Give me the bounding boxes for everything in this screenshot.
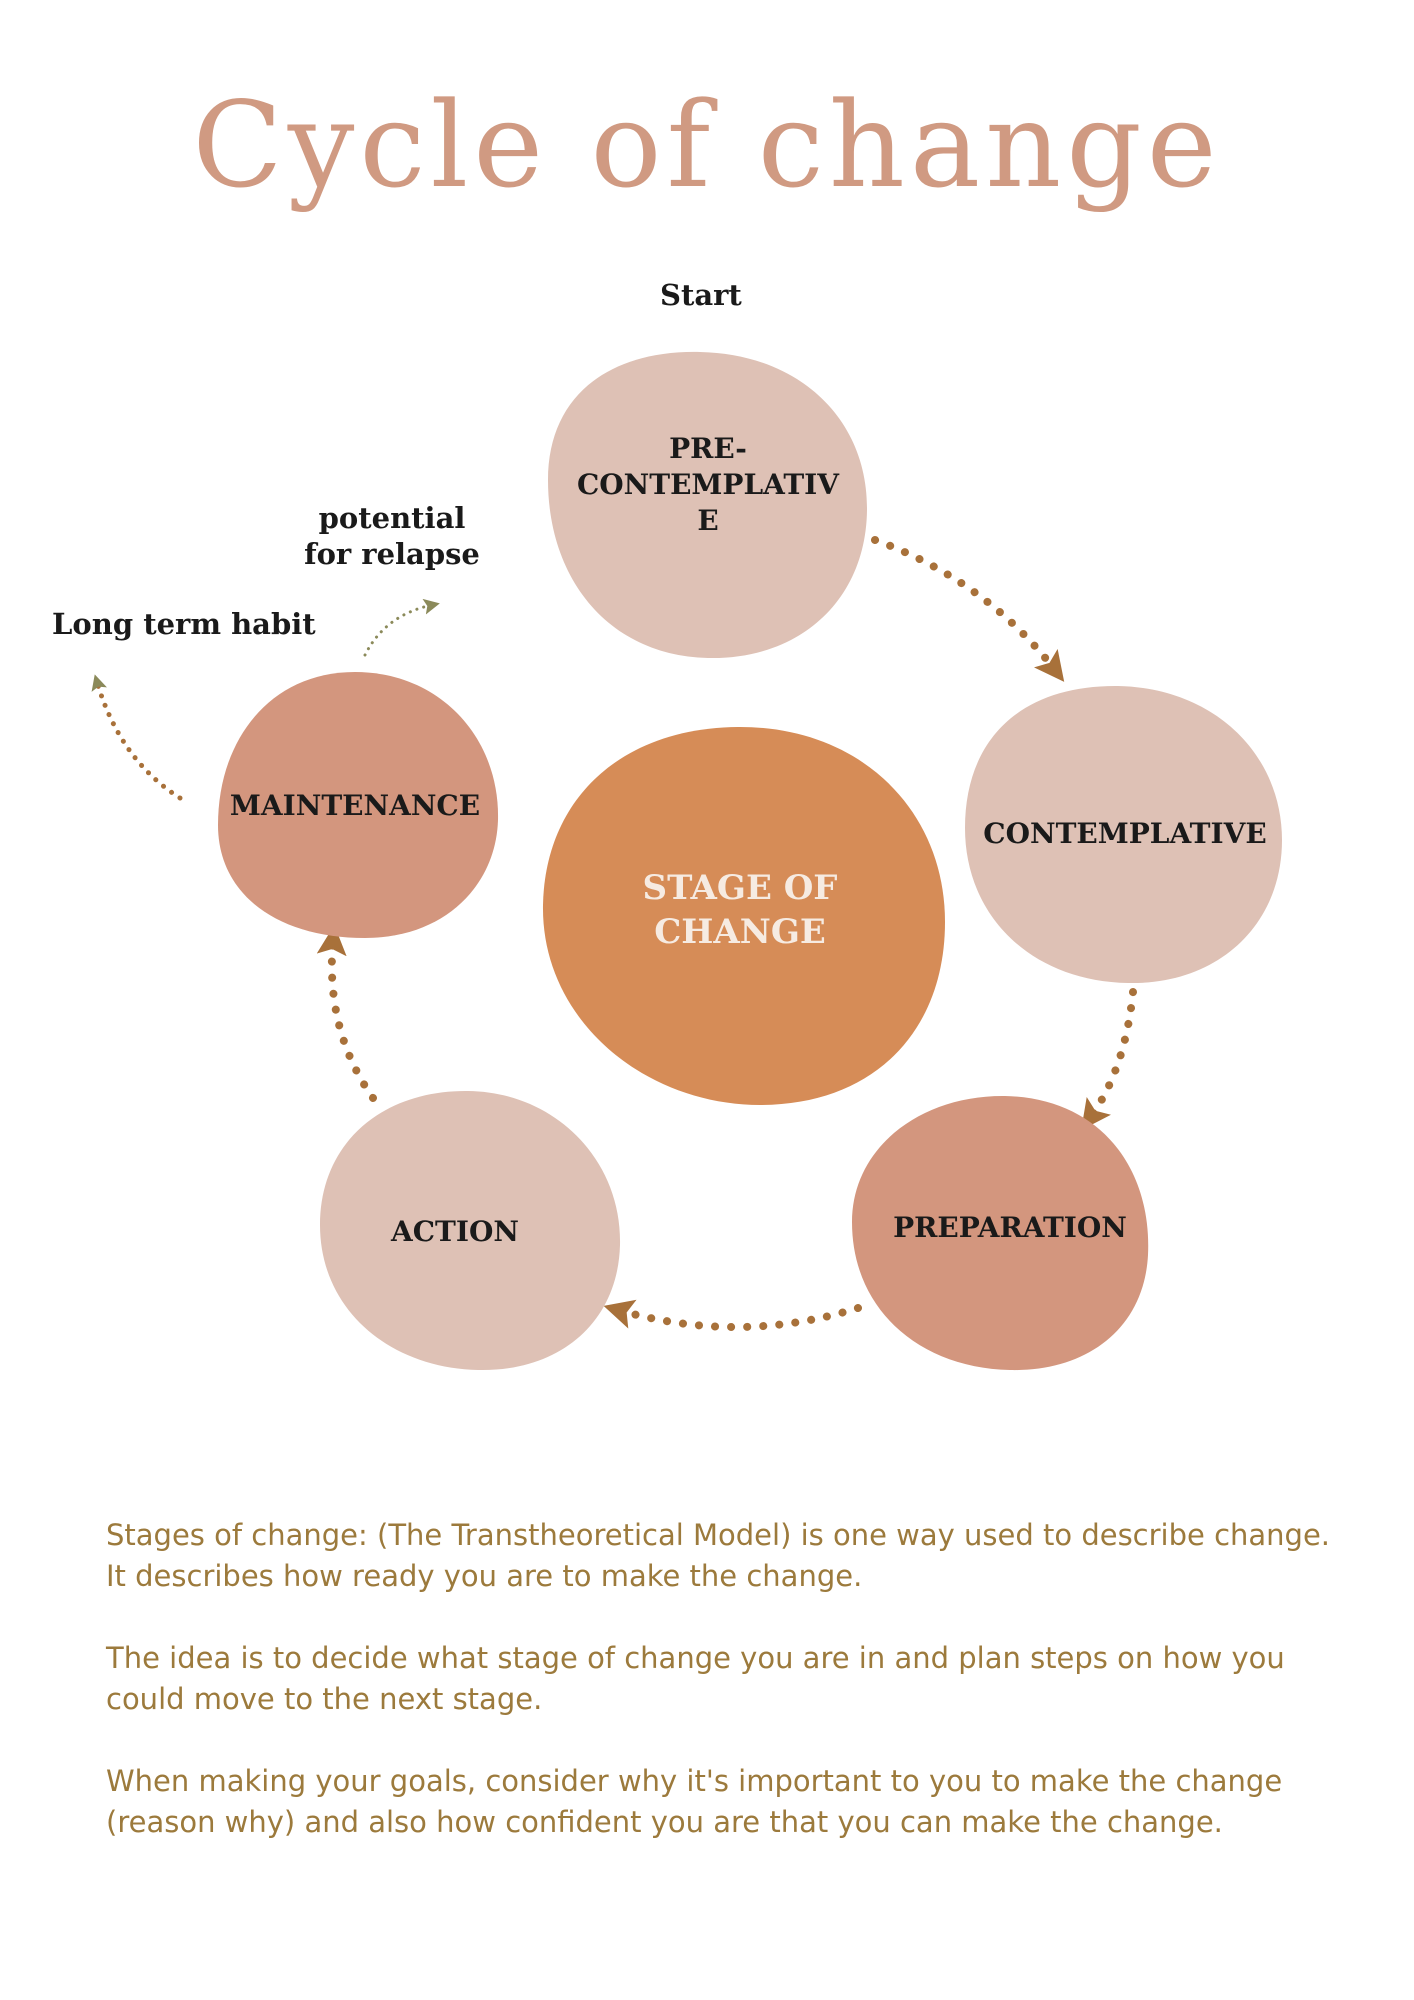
page-title: Cycle of change	[192, 76, 1222, 214]
description-paragraph: Stages of change: (The Transtheoretical …	[106, 1518, 1331, 1593]
stage-blob-preparation	[852, 1095, 1149, 1371]
arrow-preparation-to-action	[603, 1299, 862, 1331]
center-blob	[542, 726, 945, 1105]
stage-label-preparation: PREPARATION	[893, 1211, 1127, 1244]
arrow-precontemplative-to-contemplative	[871, 536, 1065, 682]
arrow-maintenance-to-long-term-habit	[91, 674, 183, 801]
stage-label-precontemplative: PRE-CONTEMPLATIVE	[576, 432, 840, 537]
stage-blob-contemplative	[965, 685, 1282, 984]
stage-label-contemplative: CONTEMPLATIVE	[983, 817, 1267, 850]
start-label: Start	[660, 278, 742, 312]
stage-label-action: ACTION	[391, 1215, 519, 1248]
description-paragraph: When making your goals, consider why it'…	[106, 1764, 1283, 1839]
stage-blob-action	[320, 1090, 621, 1371]
center-label: STAGE OF CHANGE	[642, 868, 838, 952]
stage-blob-maintenance	[218, 672, 499, 938]
stage-blob-precontemplative	[548, 351, 868, 659]
arrow-contemplative-to-preparation	[1081, 988, 1137, 1131]
description-paragraph: The idea is to decide what stage of chan…	[106, 1641, 1285, 1716]
arrow-relapse	[363, 598, 440, 657]
long-term-habit-label: Long term habit	[52, 607, 316, 641]
relapse-label: potential for relapse	[304, 501, 480, 571]
stage-label-maintenance: MAINTENANCE	[229, 789, 481, 822]
arrow-action-to-maintenance	[316, 925, 377, 1102]
description-text: Stages of change: (The Transtheoretical …	[106, 1515, 1346, 1884]
